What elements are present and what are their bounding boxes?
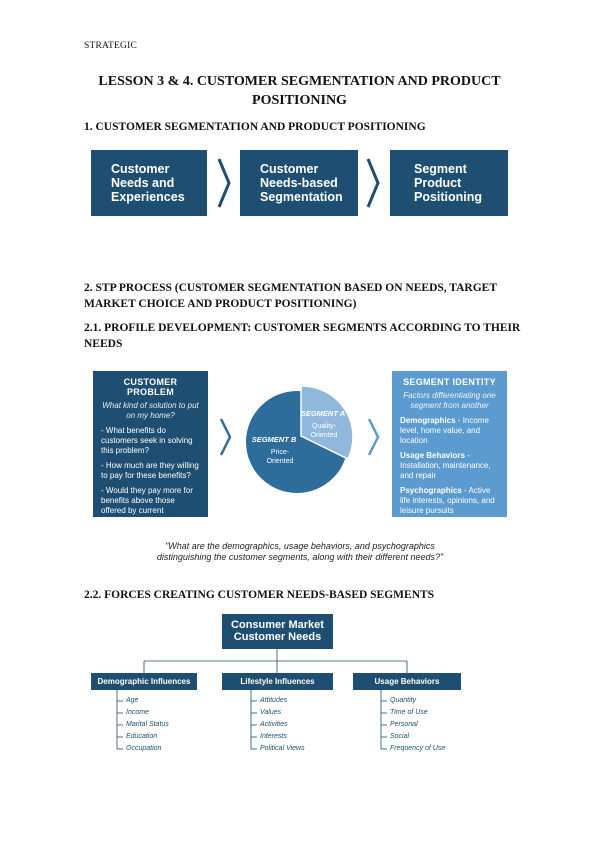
list-item-text: - Installation, maintenance, and repair [400,451,491,480]
section-2-1-heading: 2.1. PROFILE DEVELOPMENT: CUSTOMER SEGME… [84,322,521,350]
list-item: Social [390,733,410,740]
chevron-right-icon [217,158,231,208]
list-item: - Would they pay more for benefits above… [101,486,193,525]
flow-box-needs: Customer Needs and Experiences [91,150,207,216]
org-top-text: Customer Needs [233,631,322,643]
list-item: Demographics - Income level, home value,… [400,416,499,446]
category-lifestyle: Lifestyle Influences [222,673,333,690]
list-item: Occupation [126,745,162,752]
list-item: Psychographics - Active life interests, … [400,486,499,516]
list-item: Values [260,709,282,716]
panel-intro: What kind of solution to put on my home? [102,401,199,420]
pie-segment-a [300,385,354,461]
org-top-box: Consumer Market Customer Needs [222,614,333,649]
flow-box-text: Segment [414,162,467,176]
segment-pie-chart: SEGMENT A Quality- Oriented SEGMENT B Pr… [246,385,354,493]
segment-b-text: Oriented [267,458,294,465]
list-item: Attitudes [260,697,288,704]
identity-list: Demographics - Income level, home value,… [400,416,499,516]
flow-box-text: Product [414,176,462,190]
flow-box-text: Customer [260,162,319,176]
list-item-text: - Active life interests, opinions, and l… [400,486,495,515]
list-item: - How much are they willing to pay for t… [101,461,199,480]
list-item: Political Views [260,745,305,752]
category-usage: Usage Behaviors [353,673,461,690]
flow-box-text: Segmentation [260,190,343,204]
list-item-label: Psychographics [400,486,462,495]
list-item: Frequency of Use [390,745,446,752]
flow-box-text: Customer [111,162,170,176]
list-item: Age [126,697,139,704]
section-2-2-heading: 2.2. FORCES CREATING CUSTOMER NEEDS-BASE… [84,589,435,601]
segment-b-title: SEGMENT B [252,435,297,444]
running-header: STRATEGIC [84,41,137,51]
segment-a-text: Quality- [312,423,337,430]
list-item: Time of Use [390,709,428,716]
list-item-label: Demographics [400,416,456,425]
chevron-right-icon [366,158,380,208]
figure-quote: "What are the demographics, usage behavi… [156,541,444,562]
segment-a-text: Oriented [311,432,338,439]
lesson-title: LESSON 3 & 4. CUSTOMER SEGMENTATION AND … [98,74,501,108]
section-2-heading: 2. STP PROCESS (CUSTOMER SEGMENTATION BA… [84,282,497,310]
panel-title: SEGMENT IDENTITY [403,377,496,387]
flow-box-text: Experiences [111,190,185,204]
customer-problem-panel: CUSTOMER PROBLEM What kind of solution t… [93,371,208,525]
list-item: - What benefits do customers seek in sol… [101,426,193,455]
list-item: Interests [260,733,287,740]
chevron-right-icon [367,418,380,456]
flow-box-segmentation: Customer Needs-based Segmentation [240,150,358,216]
chevron-right-icon [219,418,232,456]
flow-box-text: Needs and [111,176,175,190]
list-item: Personal [390,721,418,728]
list-item: Education [126,733,158,740]
problem-list: - What benefits do customers seek in sol… [101,426,200,526]
panel-intro: Factors differentiating one segment from… [403,391,496,410]
flow-box-positioning: Segment Product Positioning [390,150,508,216]
section-1-heading: 1. CUSTOMER SEGMENTATION AND PRODUCT POS… [84,121,426,133]
list-item: Activities [260,721,288,728]
list-item: Quantity [390,697,417,704]
list-item: Marital Status [126,721,169,728]
segment-identity-panel: SEGMENT IDENTITY Factors differentiating… [392,371,507,517]
flow-box-text: Positioning [414,190,483,204]
panel-title: CUSTOMER PROBLEM [123,377,178,397]
org-top-text: Consumer Market [231,619,324,631]
list-item: Usage Behaviors - Installation, maintena… [400,451,499,481]
segment-a-title: SEGMENT A [301,409,345,418]
list-item-label: Usage Behaviors [400,451,465,460]
category-demographic: Demographic Influences [91,673,197,690]
segment-b-text: Price- [271,449,290,456]
list-item-text: - Income level, home value, and location [400,416,489,445]
flow-box-text: Needs-based [260,176,338,190]
list-item: Income [126,709,149,716]
